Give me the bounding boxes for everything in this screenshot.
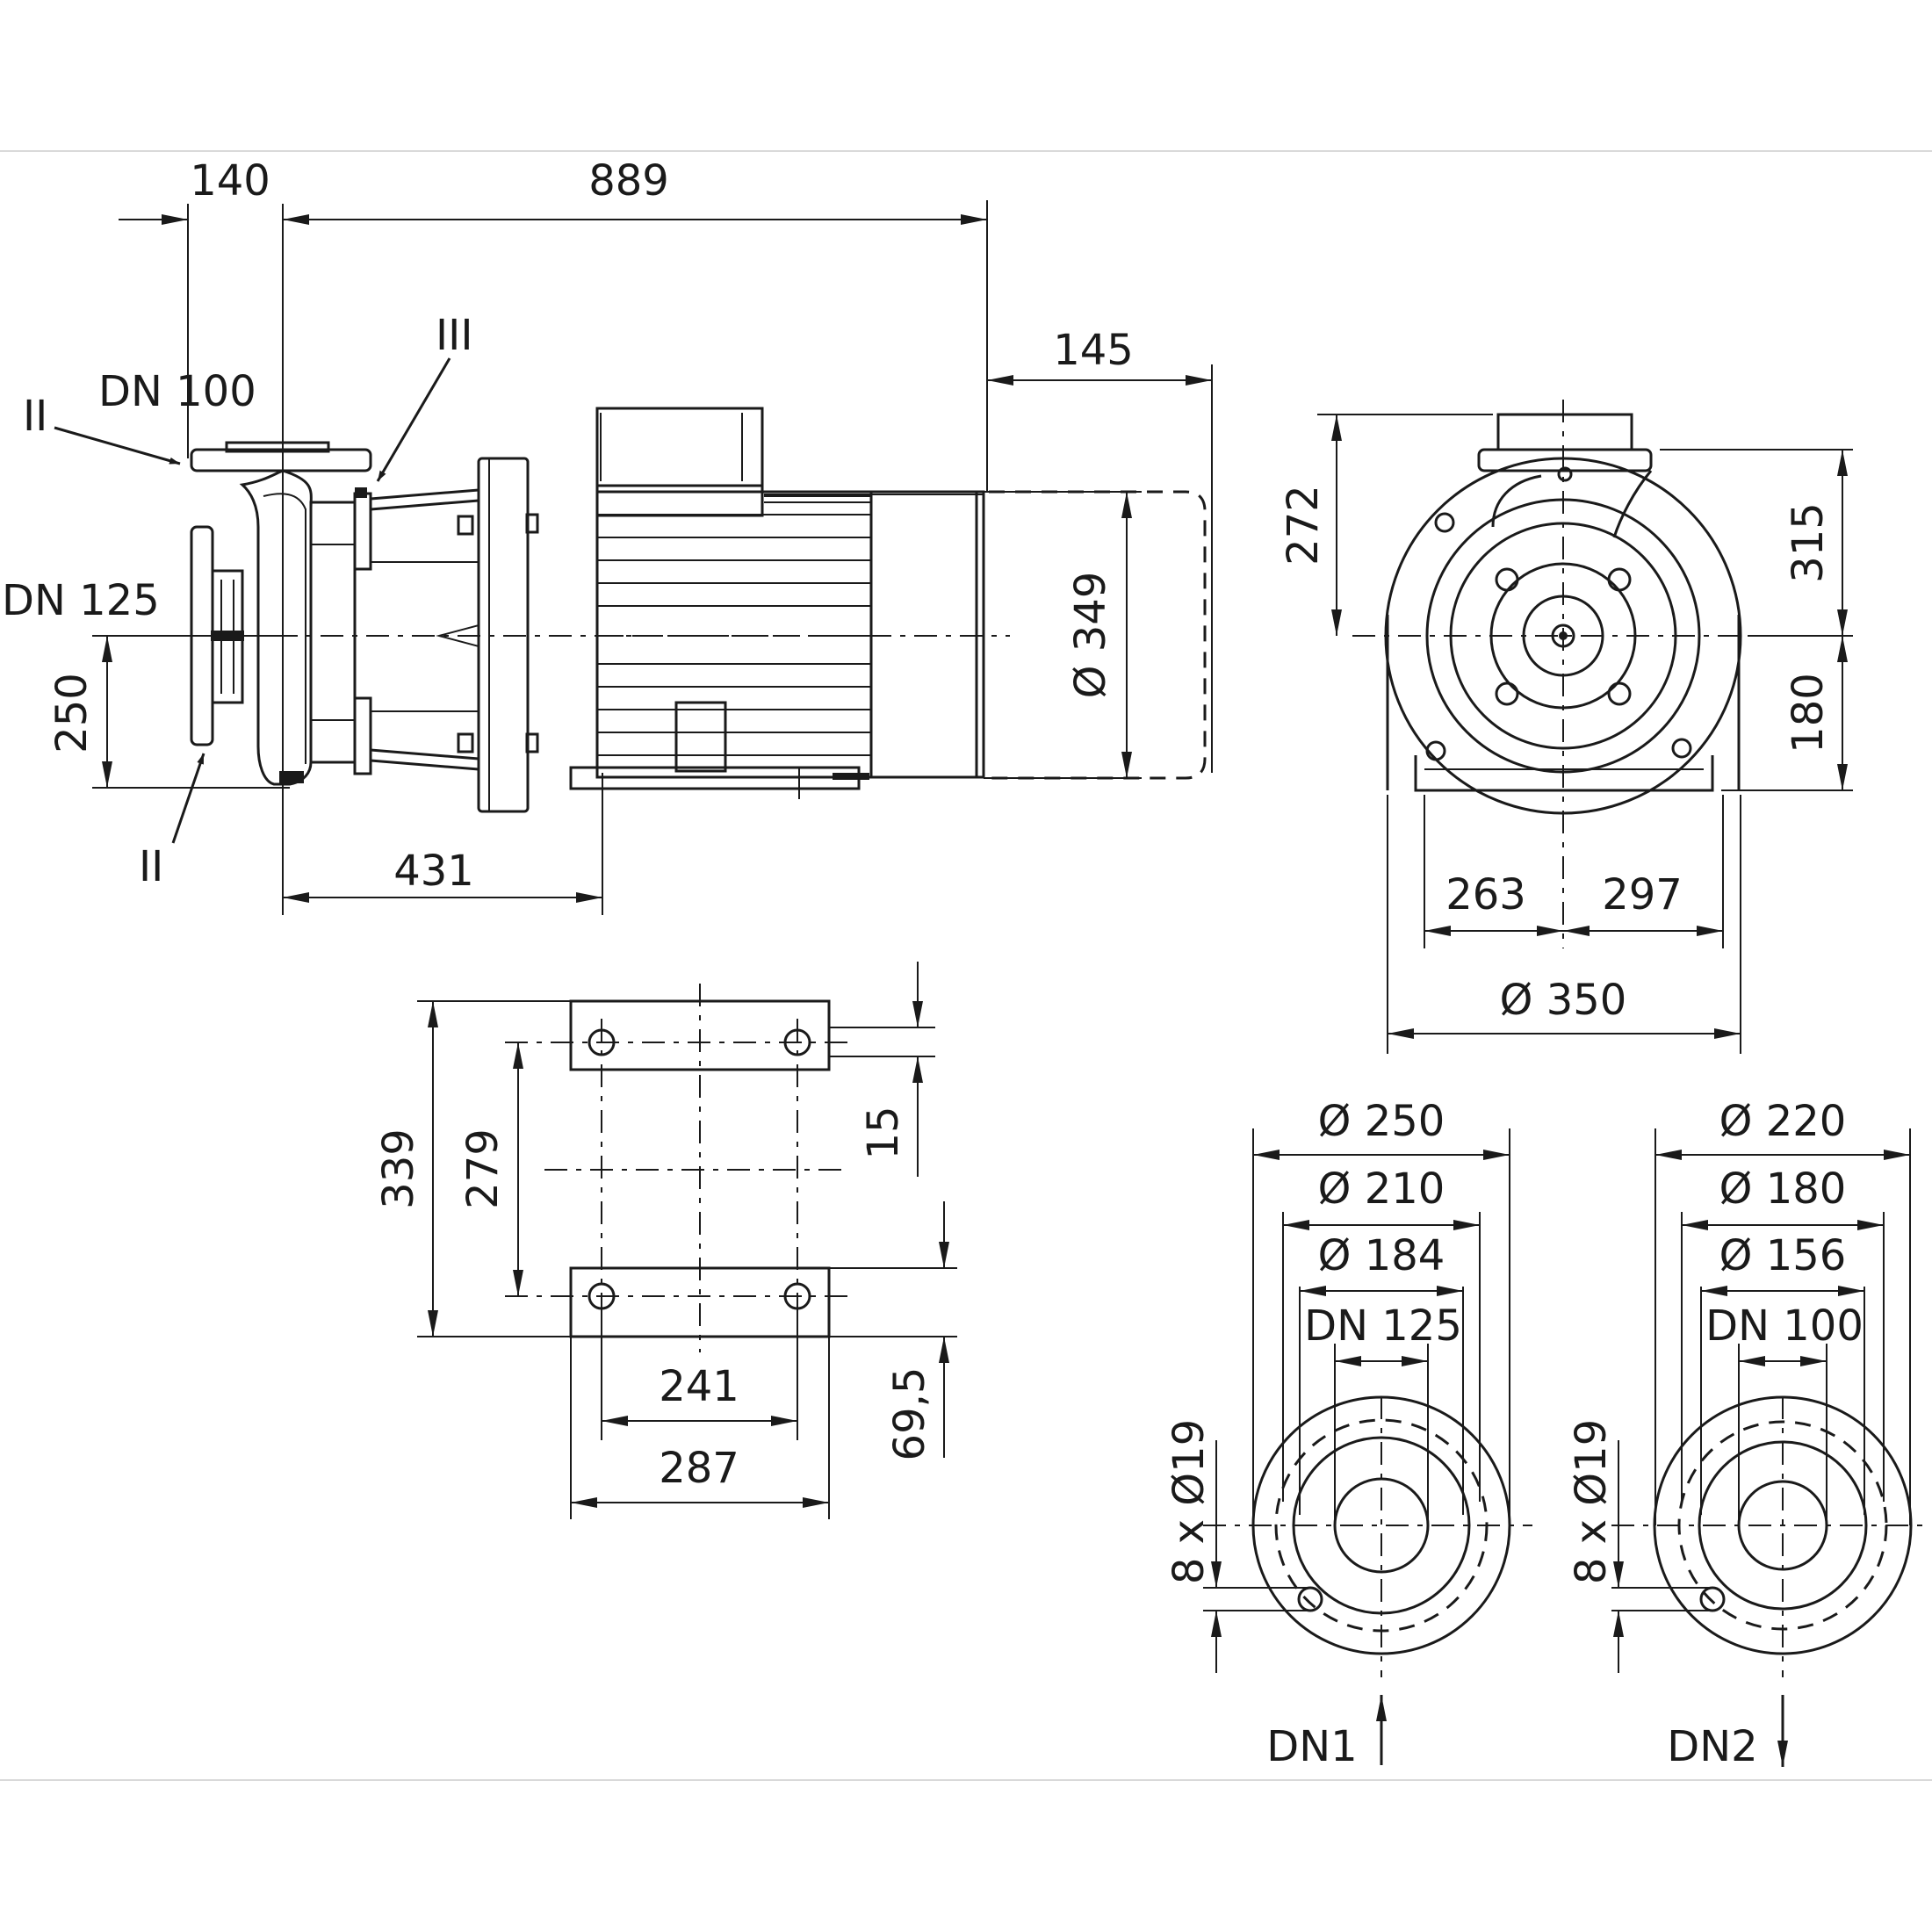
shaft-hub (1551, 624, 1575, 648)
cover-bolt (1495, 567, 1519, 592)
bearing-lower-boss (353, 696, 372, 775)
bearing-housing (309, 501, 357, 764)
base-plan: 339 279 15 69,5 241 287 (374, 962, 957, 1519)
dn2-label: DN2 (1667, 1722, 1757, 1771)
lantern-strut (370, 759, 479, 771)
dn125-label: DN 125 (2, 576, 160, 625)
casing-ring-3 (1489, 562, 1637, 710)
base-foot-slot (833, 773, 869, 780)
motor-foot-block (674, 701, 727, 773)
dn100-label: DN 100 (98, 367, 256, 416)
lantern-bolt (457, 515, 474, 536)
flange-dn2-view: Ø 220 Ø 180 Ø 156 DN 100 8 x Ø19 DN2 (1567, 1097, 1928, 1771)
dim-431-label: 431 (393, 847, 474, 896)
casing-bolt (1671, 738, 1692, 759)
dn1-holes-label: 8 x Ø19 (1164, 1419, 1214, 1584)
dim-250-label: 250 (47, 673, 97, 753)
leader-II-top (54, 426, 181, 465)
shaft-center (1559, 631, 1568, 640)
dn1-bolt-circle-label: Ø 210 (1318, 1164, 1445, 1214)
front-discharge-neck (1496, 413, 1633, 451)
section-III-label: III (436, 311, 472, 360)
discharge-flange (190, 448, 372, 472)
dim-315-label: 315 (1784, 502, 1833, 583)
dim-279-label: 279 (458, 1128, 508, 1209)
terminal-box-lid (595, 407, 764, 487)
motor-flange-bolt (525, 732, 539, 753)
lantern-bolt (457, 732, 474, 753)
dn1-face-label: Ø 184 (1318, 1231, 1445, 1280)
fan-cowl (869, 490, 985, 779)
side-view: 140 889 145 DN 100 DN 125 II II III 250 (2, 156, 1213, 915)
dim-287-label: 287 (659, 1444, 739, 1493)
dim-263-label: 263 (1445, 870, 1526, 919)
dn2-bolt-circle-label: Ø 180 (1719, 1164, 1847, 1214)
cover-bolt (1495, 681, 1519, 706)
bearing-upper-boss (353, 492, 372, 571)
casing-bolt (1434, 512, 1455, 533)
dim-889-label: 889 (588, 156, 669, 205)
dim-15-label: 15 (859, 1106, 908, 1159)
motor-flange-bolt (525, 513, 539, 534)
front-casing-foot (1414, 755, 1714, 792)
casing-bolt (1425, 740, 1446, 761)
volute-outer-circle (1384, 457, 1742, 815)
flange-dn1-view: Ø 250 Ø 210 Ø 184 DN 125 8 x Ø19 DN1 (1164, 1097, 1532, 1771)
dim-diam350-label: Ø 350 (1500, 976, 1627, 1025)
terminal-box (595, 484, 764, 517)
leader-III (376, 357, 451, 482)
motor-cooling-fins (597, 495, 871, 756)
dim-272-label: 272 (1279, 485, 1328, 566)
dim-145-label: 145 (1053, 326, 1134, 375)
volute-tongue (1491, 470, 1653, 538)
dim-241-label: 241 (659, 1362, 739, 1411)
dim-diam349-label: Ø 349 (1066, 572, 1115, 699)
leader-II-bottom (171, 753, 205, 844)
dn1-nominal-label: DN 125 (1304, 1301, 1462, 1351)
cover-bolt (1607, 681, 1632, 706)
dn2-holes-label: 8 x Ø19 (1567, 1419, 1616, 1584)
dn2-face-label: Ø 156 (1719, 1231, 1847, 1280)
dn1-outer-label: Ø 250 (1318, 1097, 1445, 1146)
front-view: 272 315 180 263 297 Ø 350 (1279, 400, 1853, 1054)
casing-ring-2 (1449, 522, 1677, 750)
lantern-strut (370, 488, 479, 501)
dim-297-label: 297 (1602, 870, 1683, 919)
vent-screw-III (355, 487, 367, 498)
lantern-strut (370, 499, 479, 511)
dn1-label: DN1 (1266, 1722, 1357, 1771)
section-II-label-top: II (23, 392, 47, 441)
dim-180-label: 180 (1784, 673, 1833, 753)
volute-inner (263, 493, 306, 764)
casing-ring-4 (1522, 595, 1604, 677)
volute-casing (239, 469, 313, 786)
motor-body (595, 490, 873, 779)
suction-flange-stud (211, 631, 244, 641)
flange-dn1-bolt-hole (1297, 1586, 1323, 1612)
dn2-nominal-label: DN 100 (1705, 1301, 1864, 1351)
discharge-flange-face (225, 441, 330, 453)
cover-bolt (1607, 567, 1632, 592)
dim-140-label: 140 (190, 156, 270, 205)
motor-flange (477, 457, 530, 813)
flange-dn2-bolt-hole (1699, 1586, 1726, 1612)
motor-removal-space (989, 490, 1207, 780)
section-II-label-bottom: II (139, 842, 163, 891)
dim-339-label: 339 (374, 1128, 423, 1209)
dn2-outer-label: Ø 220 (1719, 1097, 1847, 1146)
casing-ring-1 (1425, 498, 1701, 774)
dim-69-5-label: 69,5 (885, 1367, 934, 1461)
front-vent-plug (1557, 466, 1573, 482)
lantern-strut (370, 748, 479, 761)
drain-plug (279, 771, 304, 783)
